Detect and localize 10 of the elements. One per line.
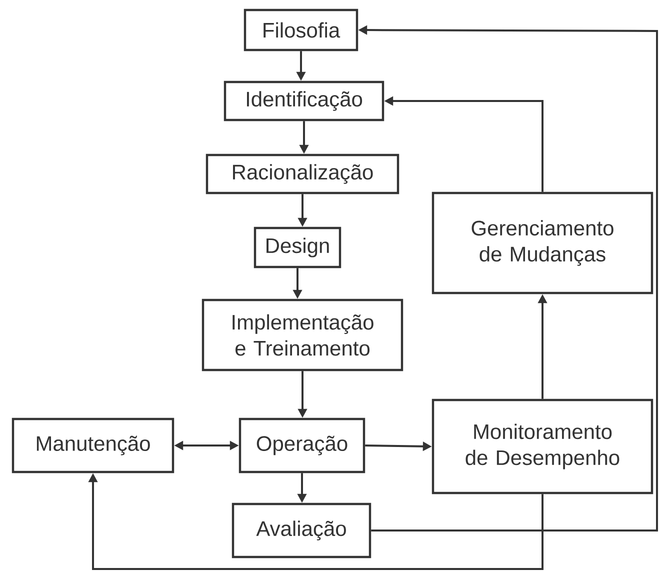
process-box: Implementação e Treinamento [202, 298, 404, 372]
process-box: Design [254, 226, 342, 268]
process-box: Avaliação [232, 502, 372, 558]
process-box: Gerenciamento de Mudanças [432, 192, 654, 294]
process-box: Racionalização [206, 154, 400, 194]
process-box: Operação [238, 418, 366, 474]
process-box: Monitoramento de Desempenho [432, 398, 654, 494]
process-box: Identificação [224, 80, 384, 122]
process-box: Filosofia [244, 8, 358, 52]
process-box: Manutenção [12, 418, 174, 474]
